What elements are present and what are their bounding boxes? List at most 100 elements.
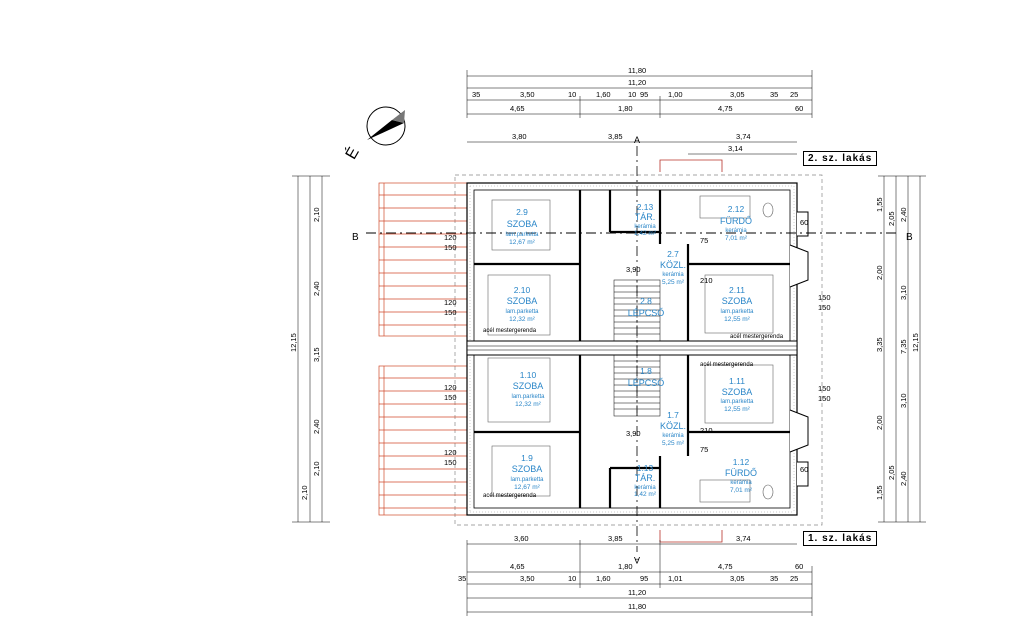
svg-text:7,01 m²: 7,01 m²	[730, 487, 753, 494]
dim-top-385: 3,85	[608, 132, 623, 141]
dim-right-200b: 2,00	[875, 415, 884, 430]
room-label-2-8: 2.8 LÉPCSŐ	[628, 296, 665, 318]
svg-text:kerámia: kerámia	[662, 433, 684, 439]
room-label-1-9: 1.9 SZOBA lam.parketta 12,67 m²	[510, 453, 544, 491]
room-label-1-13: 1.13 TÁR. kerámia 1,42 m²	[634, 463, 657, 498]
dim-right-205b: 2,05	[887, 465, 896, 480]
dim-top-100: 1,00	[668, 90, 683, 99]
dim-bot-360: 3,60	[514, 534, 529, 543]
dims-bottom	[466, 540, 813, 616]
furniture	[487, 195, 774, 503]
dim-top-total: 11,80	[628, 66, 646, 75]
dim-top-314: 3,14	[728, 144, 743, 153]
opening-150-b: 150	[444, 308, 457, 317]
dim-right-240b: 2,40	[899, 471, 908, 486]
dim-top-350: 3,50	[520, 90, 535, 99]
site-boundary	[454, 174, 823, 526]
svg-text:lam.parketta: lam.parketta	[720, 309, 754, 315]
svg-text:1.10: 1.10	[520, 370, 537, 380]
opening-dims: 120 150 120 150 120 150 120 150 150 150 …	[444, 218, 831, 474]
svg-text:kerámia: kerámia	[725, 228, 747, 234]
svg-text:1.13: 1.13	[637, 463, 654, 473]
svg-text:lam.parketta: lam.parketta	[505, 309, 539, 315]
svg-text:TÁR.: TÁR.	[635, 473, 656, 483]
dim-right-total: 12,15	[911, 333, 920, 352]
svg-text:LÉPCSŐ: LÉPCSŐ	[628, 378, 665, 388]
dim-bot-385: 3,85	[608, 534, 623, 543]
dim-bot-35a: 35	[458, 574, 466, 583]
room-label-2-10: 2.10 SZOBA lam.parketta 12,32 m²	[505, 285, 539, 323]
dim-left-240a: 2,40	[312, 281, 321, 296]
dim-right-240a: 2,40	[899, 207, 908, 222]
dim-bot-305: 3,05	[730, 574, 745, 583]
opening-150-d: 150	[444, 458, 457, 467]
opening-210-b: 210	[700, 426, 713, 435]
room-label-2-13: 2.13 TÁR. kerámia 1,42 m²	[634, 202, 657, 237]
dim-bot-475: 4,75	[718, 562, 733, 571]
terrace-upper	[378, 182, 468, 337]
dim-top-10a: 10	[568, 90, 576, 99]
svg-text:FÜRDŐ: FÜRDŐ	[725, 468, 757, 478]
svg-text:5,25 m²: 5,25 m²	[662, 279, 685, 286]
svg-text:2.9: 2.9	[516, 207, 528, 217]
dim-top-374: 3,74	[736, 132, 751, 141]
opening-150-e: 150	[818, 293, 831, 302]
dim-right-310b: 3,10	[899, 393, 908, 408]
dim-left-315: 3,15	[312, 347, 321, 362]
dims-right	[878, 175, 926, 523]
svg-text:1,42 m²: 1,42 m²	[634, 230, 657, 237]
svg-text:KÖZL.: KÖZL.	[660, 260, 686, 270]
opening-120-d: 120	[444, 448, 457, 457]
dim-right-205a: 2,05	[887, 211, 896, 226]
dim-bot-10a: 10	[568, 574, 576, 583]
dim-right-155a: 1,55	[875, 197, 884, 212]
opening-210-a: 210	[700, 276, 713, 285]
svg-text:SZOBA: SZOBA	[507, 219, 538, 229]
svg-text:lam.parketta: lam.parketta	[720, 399, 754, 405]
svg-text:SZOBA: SZOBA	[513, 381, 544, 391]
svg-text:SZOBA: SZOBA	[722, 296, 753, 306]
apartment-label-lower: 1. sz. lakás	[803, 531, 878, 546]
svg-text:1.11: 1.11	[729, 376, 745, 386]
dims-right-labels: 12,15 2,40 3,10 7,35 3,10 2,40 1,55 2,05…	[875, 197, 920, 500]
dim-bot-374: 3,74	[736, 534, 751, 543]
room-label-1-10: 1.10 SZOBA lam.parketta 12,32 m²	[511, 370, 545, 408]
dim-top-160: 1,60	[596, 90, 611, 99]
dim-bot-180: 1,80	[618, 562, 633, 571]
dim-bot-inner: 11,20	[628, 588, 646, 597]
dims-left-labels: 12,15 2,10 2,40 3,15 2,40 2,10 2,10	[289, 207, 321, 500]
svg-text:12,55 m²: 12,55 m²	[724, 316, 750, 323]
dim-top-35a: 35	[472, 90, 480, 99]
opening-120-c: 120	[444, 383, 457, 392]
opening-60-a: 60	[800, 218, 808, 227]
svg-text:FÜRDŐ: FÜRDŐ	[720, 216, 752, 226]
svg-text:12,67 m²: 12,67 m²	[509, 239, 535, 246]
svg-text:kerámia: kerámia	[634, 485, 656, 491]
opening-150-f: 150	[818, 303, 831, 312]
dim-left-240b: 2,40	[312, 419, 321, 434]
dim-bot-350: 3,50	[520, 574, 535, 583]
dim-right-155b: 1,55	[875, 485, 884, 500]
room-label-2-9: 2.9 SZOBA lam.parketta 12,67 m²	[505, 207, 539, 246]
svg-text:SZOBA: SZOBA	[507, 296, 538, 306]
opening-120-a: 120	[444, 233, 457, 242]
dim-right-200a: 2,00	[875, 265, 884, 280]
svg-text:KÖZL.: KÖZL.	[660, 421, 686, 431]
north-compass	[366, 106, 406, 146]
svg-text:5,25 m²: 5,25 m²	[662, 440, 685, 447]
opening-120-b: 120	[444, 298, 457, 307]
apartment-label-upper: 2. sz. lakás	[803, 151, 878, 166]
dim-bot-465: 4,65	[510, 562, 525, 571]
opening-150-c: 150	[444, 393, 457, 402]
svg-text:12,32 m²: 12,32 m²	[509, 316, 535, 323]
section-mark-a-bottom: A	[634, 555, 640, 565]
section-mark-b-right: B	[906, 232, 913, 243]
svg-text:lam.parketta: lam.parketta	[511, 394, 545, 400]
svg-text:1.12: 1.12	[733, 457, 750, 467]
dims-left	[292, 175, 330, 523]
terrace-lower	[378, 365, 468, 516]
svg-text:2.8: 2.8	[640, 296, 652, 306]
svg-text:2.11: 2.11	[729, 285, 745, 295]
svg-text:kerámia: kerámia	[662, 272, 684, 278]
svg-text:TÁR.: TÁR.	[635, 212, 656, 222]
